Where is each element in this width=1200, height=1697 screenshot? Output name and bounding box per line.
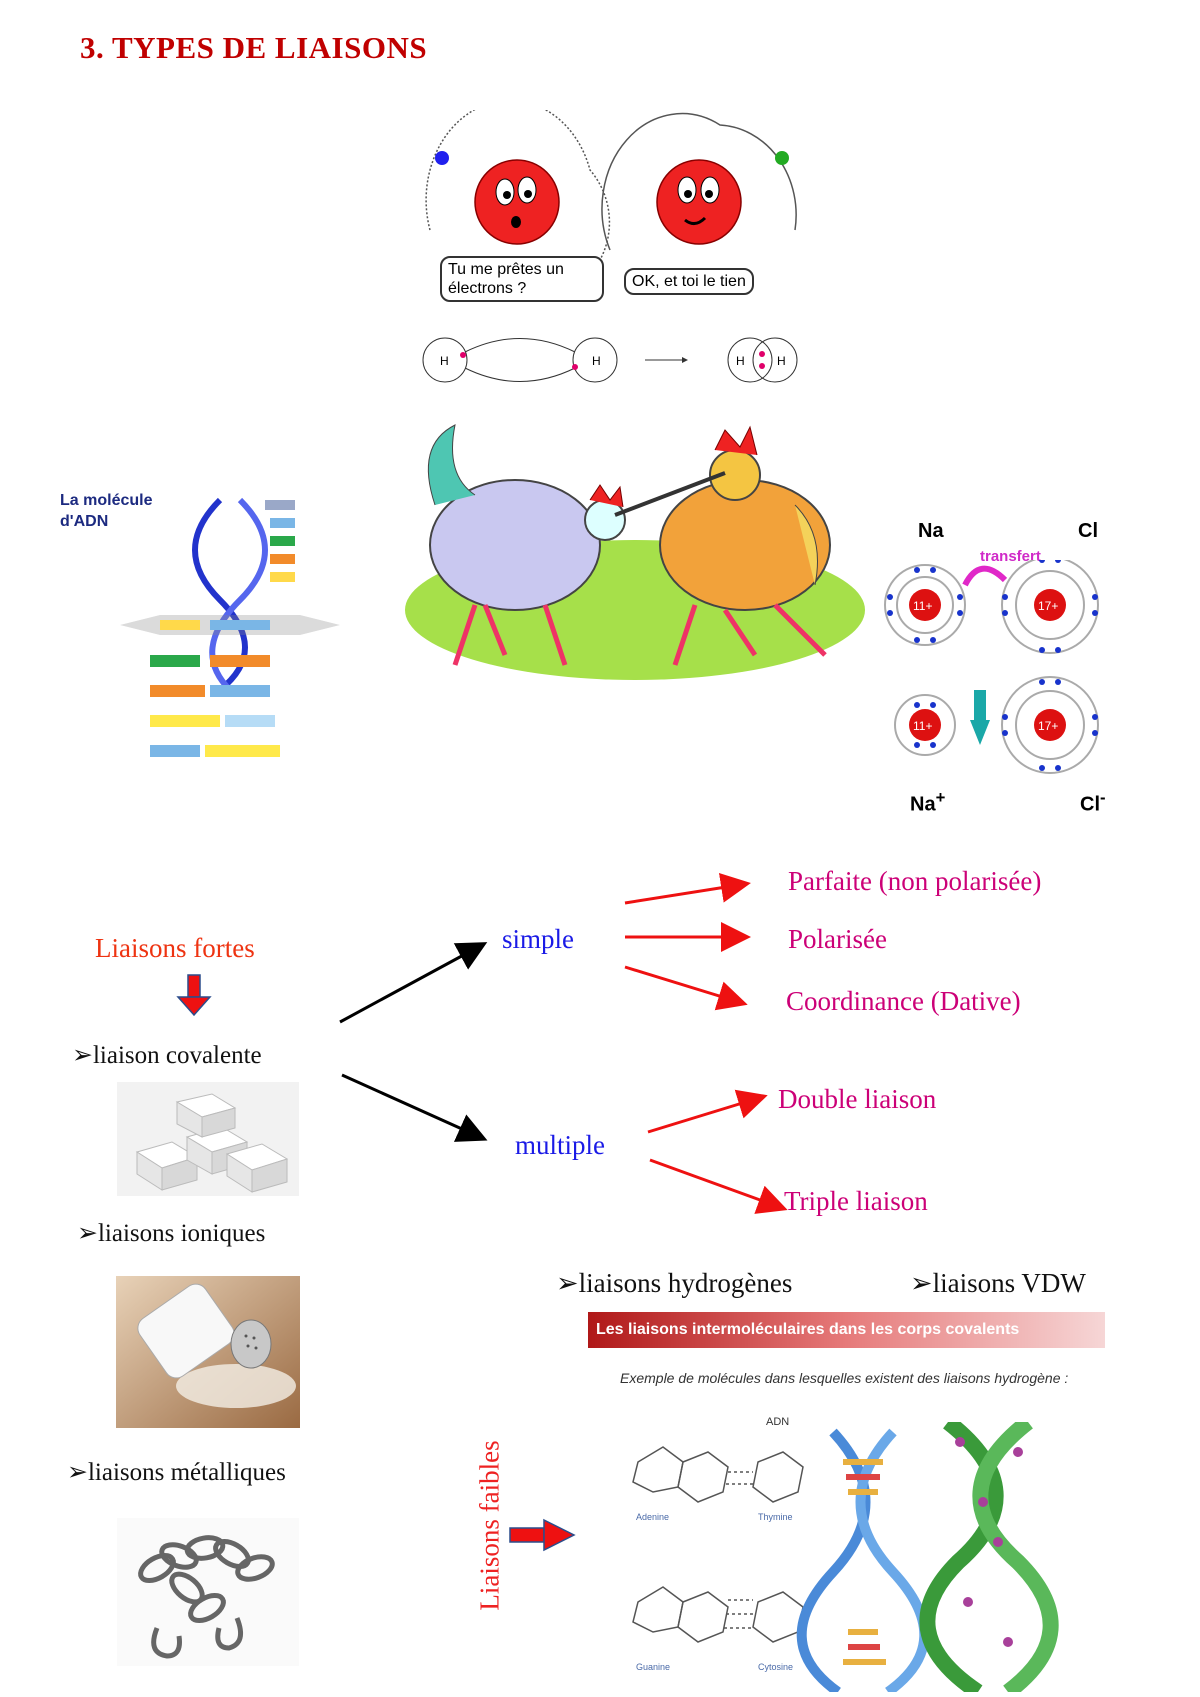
ionic-bond-item: ➢liaisons ioniques — [77, 1220, 266, 1247]
metallic-bond-item: ➢liaisons métalliques — [67, 1459, 286, 1486]
guanine-label: Guanine — [636, 1662, 671, 1672]
svg-text:H: H — [440, 354, 449, 368]
sugar-cubes-image — [117, 1082, 299, 1196]
coordinance-bond-label: Coordinance (Dative) — [786, 986, 1021, 1016]
page-title: 3. TYPES DE LIAISONS — [80, 30, 428, 65]
atom-right — [656, 159, 742, 245]
polarized-bond-label: Polarisée — [788, 924, 887, 954]
multiple-label: multiple — [515, 1130, 605, 1160]
atom-left — [474, 159, 560, 245]
dna-figure: La molécule d'ADN — [60, 490, 350, 790]
electron-blue — [435, 151, 449, 165]
svg-text:17+: 17+ — [1038, 599, 1058, 613]
hydrogen-bond-item: ➢liaisons hydrogènes — [556, 1268, 793, 1298]
dna-figure-title: La molécule d'ADN — [60, 492, 153, 530]
ionic-transfer-figure: Na Cl transfert 11+ 17+ 11+ 17+ Na+ — [880, 520, 1170, 820]
svg-text:H: H — [592, 354, 601, 368]
svg-text:H: H — [777, 354, 786, 368]
cl-label: Cl — [1078, 520, 1098, 542]
strong-bonds-label: Liaisons fortes — [95, 933, 255, 963]
simple-label: simple — [502, 924, 574, 954]
electron-green — [775, 151, 789, 165]
covalent-bond-item: ➢liaison covalente — [72, 1042, 262, 1069]
cl-ion-label: Cl- — [1080, 788, 1106, 816]
double-bond-label: Double liaison — [778, 1084, 937, 1114]
svg-text:17+: 17+ — [1038, 719, 1058, 733]
thymine-label: Thymine — [758, 1512, 793, 1522]
panel-header: Les liaisons intermoléculaires dans les … — [588, 1312, 1105, 1348]
na-ion-label: Na+ — [910, 788, 946, 816]
adn-label: ADN — [766, 1416, 790, 1428]
atoms-cartoon — [425, 110, 797, 261]
svg-text:H: H — [736, 354, 745, 368]
adenine-label: Adenine — [636, 1512, 670, 1522]
metal-chain-image — [117, 1518, 299, 1666]
vdw-bond-item: ➢liaisons VDW — [910, 1268, 1086, 1298]
weak-bonds-label: Liaisons faibles — [474, 1440, 505, 1611]
speech-bubble-left: Tu me prêtes un électrons ? — [440, 256, 604, 302]
transfer-label: transfert — [980, 548, 1041, 565]
speech-bubble-right: OK, et toi le tien — [624, 268, 754, 295]
svg-text:11+: 11+ — [913, 719, 932, 733]
hydrogen-bond-diagram: H H H H — [422, 337, 798, 383]
svg-text:11+: 11+ — [913, 599, 932, 613]
na-label: Na — [918, 520, 944, 542]
salt-shaker-image — [116, 1276, 300, 1428]
intermolecular-panel: Les liaisons intermoléculaires dans les … — [588, 1312, 1105, 1692]
panel-caption: Exemple de molécules dans lesquelles exi… — [620, 1370, 1069, 1386]
triple-bond-label: Triple liaison — [784, 1186, 928, 1216]
cytosine-label: Cytosine — [758, 1662, 794, 1672]
perfect-bond-label: Parfaite (non polarisée) — [788, 866, 1042, 896]
chickens-illustration — [405, 424, 865, 680]
